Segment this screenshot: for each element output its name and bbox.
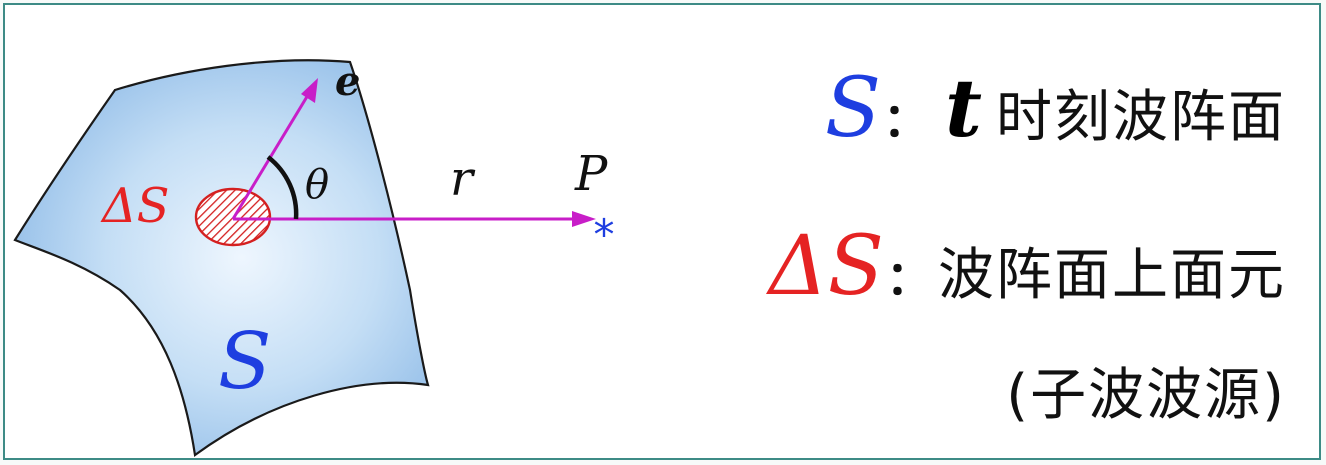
element-label-delta-s: ΔS bbox=[100, 178, 170, 234]
angle-theta-arc bbox=[266, 155, 299, 220]
normal-vector-e-line bbox=[231, 89, 313, 220]
legend-text-wavefront: 时刻波阵面 bbox=[996, 85, 1286, 150]
point-label-p: P bbox=[574, 146, 608, 202]
ray-arrowhead bbox=[572, 211, 596, 227]
legend-line-s: S ： t 时刻波阵面 bbox=[825, 68, 1286, 153]
distance-label-r: r bbox=[450, 151, 476, 207]
legend-line-delta-s: ΔS ： 波阵面上面元 bbox=[769, 226, 1286, 311]
legend-symbol-s: S bbox=[824, 61, 882, 156]
legend-symbol-delta-s: ΔS bbox=[768, 219, 884, 314]
legend-text-surface-element: 波阵面上面元 bbox=[938, 243, 1286, 308]
legend-text-secondary-source: (子波波源) bbox=[1006, 363, 1286, 428]
normal-label-e: e bbox=[335, 58, 360, 105]
normal-arrowhead bbox=[301, 78, 318, 103]
legend-colon: ： bbox=[886, 251, 932, 305]
legend-line-secondary-source: (子波波源) bbox=[1006, 350, 1286, 431]
wavefront-surface bbox=[13, 59, 430, 457]
legend-colon: ： bbox=[883, 93, 930, 147]
point-p-marker: * bbox=[594, 210, 615, 259]
legend-symbol-t: t bbox=[945, 61, 982, 155]
surface-label-s: S bbox=[218, 317, 271, 407]
angle-label-theta: θ bbox=[305, 162, 329, 208]
